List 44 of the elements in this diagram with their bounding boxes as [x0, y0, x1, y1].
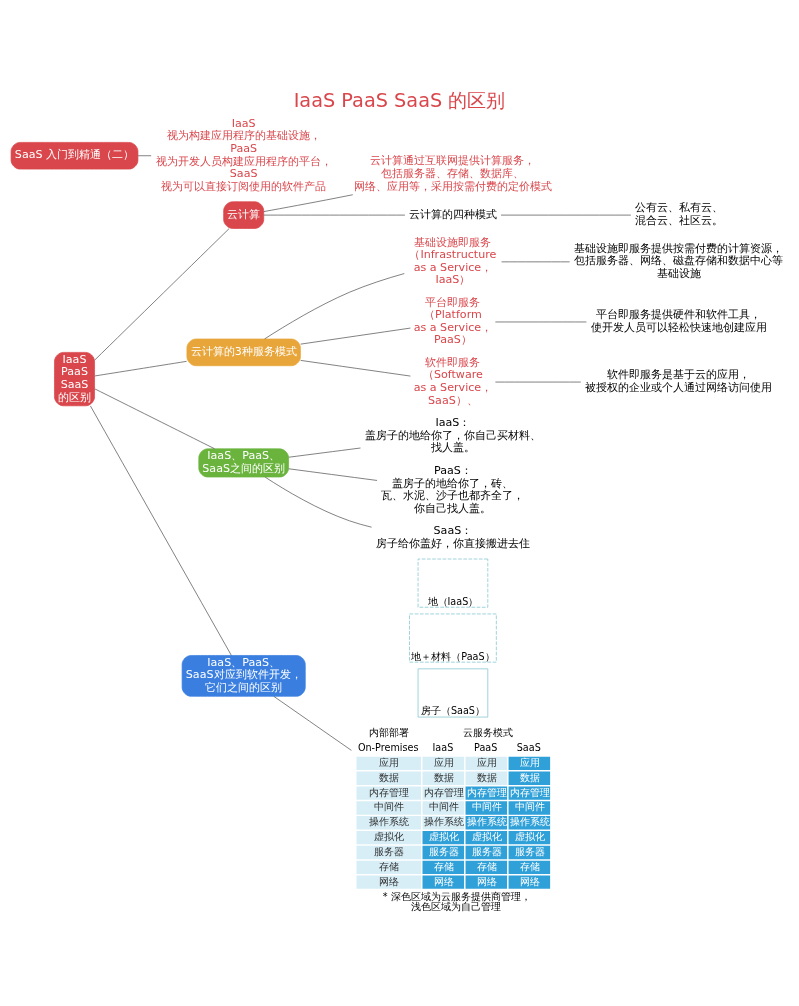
node-label: On-Premises [357, 742, 419, 754]
node-label: * 深色区域为云服务提供商管理，浅色区域为自己管理 [382, 890, 531, 912]
connector [94, 361, 187, 377]
node-text: 云计算的四种模式 [408, 207, 497, 221]
connector [94, 228, 230, 361]
node-text: IaaS 视为构建应用程序的基础设施， PaaS 视为开发人员构建应用程序的平台， SaaS 视为可以直接订阅使用的软件产品 [155, 116, 332, 193]
diagram-title: IaaS PaaS SaaS 的区别 [293, 89, 506, 113]
node-box: 地＋材料（PaaS） [409, 613, 497, 663]
node-text: 软件即服务 （Software as a Service，SaaS）、 [413, 355, 493, 407]
node-text: SaaS： 房子给你盖好，你直接搬进去住 [375, 524, 530, 550]
node-text: 基础设施即服务 （Infrastructure as a Service，IaaS） [409, 235, 497, 287]
connector [264, 273, 405, 340]
connector [300, 327, 411, 345]
node-label: PaaS [474, 742, 498, 754]
node-label: 内部部署 [369, 727, 410, 739]
connector [137, 155, 152, 157]
connector [288, 447, 361, 458]
node-text: 基础设施即服务提供按需付费的计算资源，包括服务器、网络、磁盘存储和数据中心等基础设施 [574, 241, 784, 281]
node-box: SaaS 入门到精通（二） [10, 142, 139, 170]
node-text: 软件即服务是基于云的应用，被授权的企业或个人通过网络访问使用 [585, 368, 773, 394]
connector [300, 360, 411, 377]
connector [90, 405, 232, 656]
connector [264, 476, 372, 528]
connector [273, 695, 352, 751]
node-box: 云计算的3种服务模式 [186, 338, 301, 367]
connector [288, 468, 378, 481]
connector [501, 261, 570, 263]
node-text: 公有云、私有云、混合云、社区云。 [634, 201, 723, 228]
node-text: IaaS： 盖房子的地给你了，你自己买材料、找人盖。 [364, 416, 541, 455]
node-box: 房子（SaaS） [417, 668, 489, 718]
node-label: SaaS [516, 742, 541, 754]
node-label: 云服务模式 [462, 727, 513, 739]
node-label: IaaS [432, 742, 454, 754]
connector [263, 194, 354, 212]
connector [94, 388, 215, 450]
node-box: IaaS、PaaS、SaaS之间的区别 [198, 448, 289, 478]
node-text: 云计算通过互联网提供计算服务，包括服务器、存储、数据库、网络、应用等，采用按需付费的定价模式 [353, 154, 552, 193]
node-text: 平台即服务提供硬件和软件工具，使开发人员可以轻松快速地创建应用 [590, 308, 767, 334]
node-box: 地（IaaS） [417, 558, 489, 608]
node-box: 云计算 [223, 201, 265, 229]
node-text: PaaS： 盖房子的地给你了，砖、瓦、水泥、沙子也都齐全了，你自己找人盖。 [381, 464, 525, 515]
node-box: IaaS、PaaS、SaaS对应到软件开发，它们之间的区别 [181, 655, 306, 697]
node-text: 平台即服务 （Platform as a Service，PaaS） [413, 295, 493, 347]
node-box: IaaS PaaS SaaS 的区别 [54, 352, 95, 407]
